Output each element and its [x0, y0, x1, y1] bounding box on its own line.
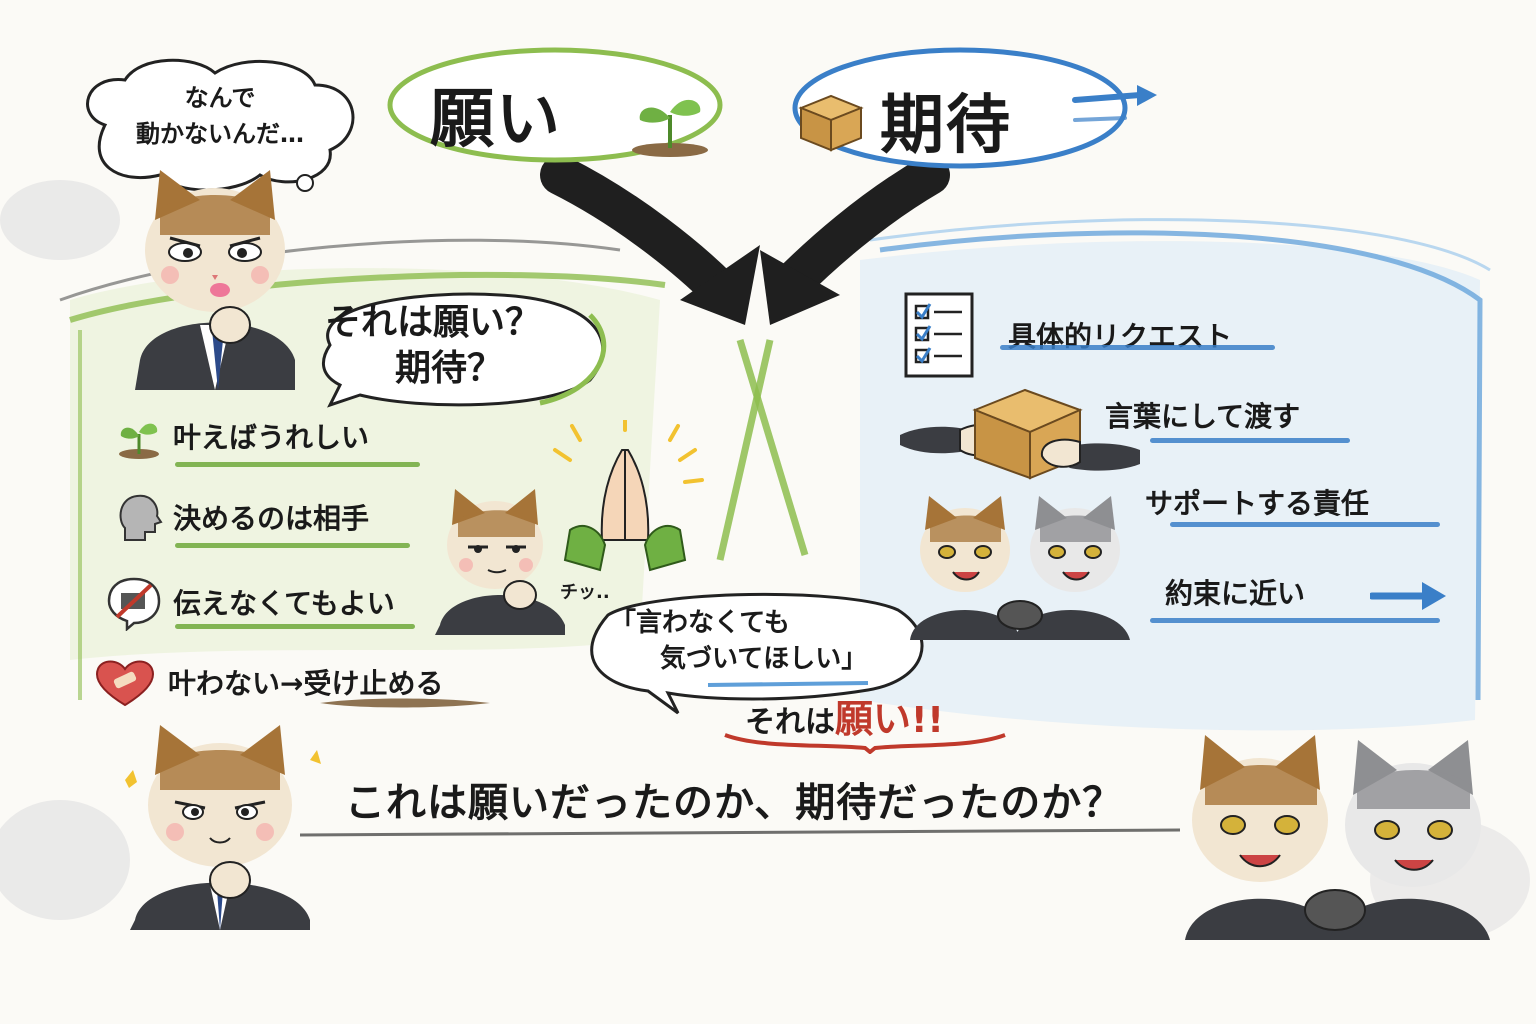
wish-item-3-label: 伝えなくてもよい — [173, 587, 395, 620]
speech-line-2: 気づいてほしい」 — [660, 644, 868, 674]
expectation-oval — [792, 47, 1157, 169]
verdict-prefix: それは — [745, 705, 835, 740]
expectation-title: 期待 — [880, 89, 1012, 163]
wish-item-1-underline — [175, 462, 420, 467]
grumpy-cat-middle — [435, 489, 565, 635]
checklist-icon — [904, 292, 974, 378]
wish-item-3-underline — [175, 624, 415, 629]
head-profile-icon — [119, 494, 163, 541]
wish-item-2-underline — [175, 543, 410, 548]
question-line-2: 期待？ — [395, 348, 504, 389]
sprout-icon — [632, 99, 708, 157]
handshake-cats-bottom — [1185, 735, 1490, 940]
wish-item-2: 決めるのは相手 — [115, 490, 369, 544]
expectation-item-4-label: 約束に近い — [1165, 577, 1306, 610]
wish-title: 願い — [430, 83, 562, 157]
verdict-highlight: 願い — [835, 697, 912, 741]
expectation-item-3-label: サポートする責任 — [1145, 487, 1370, 520]
wish-oval — [387, 47, 723, 163]
arrow-right-icon — [1370, 582, 1446, 610]
package-icon — [798, 94, 864, 152]
speech-bubble — [590, 592, 924, 715]
thought-line-1: なんで — [184, 84, 256, 112]
expectation-item-2-underline — [1150, 438, 1350, 443]
wish-item-1-label: 叶えばうれしい — [173, 421, 370, 454]
verdict: それは願い!! — [745, 688, 944, 743]
wish-item-2-label: 決めるのは相手 — [173, 502, 370, 535]
no-speech-icon — [107, 577, 161, 631]
package-handover-icon — [900, 388, 1140, 480]
wish-item-3: 伝えなくてもよい — [105, 573, 395, 631]
speech-bubble-text: 「言わなくても 気づいてほしい」 — [610, 605, 867, 677]
expectation-item-1: 具体的リクエスト — [900, 290, 1232, 380]
thought-bubble-text: なんで 動かないんだ… — [100, 80, 340, 152]
expectation-item-3-underline — [1170, 522, 1440, 527]
thought-line-2: 動かないんだ… — [136, 120, 304, 148]
expectation-item-1-underline — [1000, 345, 1275, 350]
soil-underline — [320, 698, 490, 708]
wish-item-4: 叶わない→受け止める — [92, 655, 443, 709]
expectation-item-4-underline — [1150, 618, 1440, 623]
question-line-1: それは願い？ — [325, 302, 542, 343]
sprout-icon — [119, 423, 159, 459]
handshake-cats-icon — [910, 496, 1130, 640]
bottom-question: これは願いだったのか、期待だったのか？ — [345, 780, 1124, 826]
expectation-item-2-label: 言葉にして渡す — [1105, 400, 1301, 433]
thinking-cat-top — [135, 170, 295, 390]
thinking-cat-bottom — [125, 725, 321, 930]
speech-line-1: 「言わなくても — [610, 608, 790, 638]
verdict-bracket — [724, 733, 1006, 754]
question-bubble-text: それは願い？ 期待？ — [325, 300, 541, 392]
praying-hands-icon — [553, 420, 704, 572]
tch-text: チッ.. — [560, 582, 610, 603]
wish-item-1: 叶えばうれしい — [115, 412, 369, 460]
wish-item-4-label: 叶わない→受け止める — [168, 667, 444, 700]
bandaged-heart-icon — [96, 660, 154, 707]
verdict-suffix: !! — [911, 700, 944, 741]
question-bubble — [321, 292, 607, 408]
